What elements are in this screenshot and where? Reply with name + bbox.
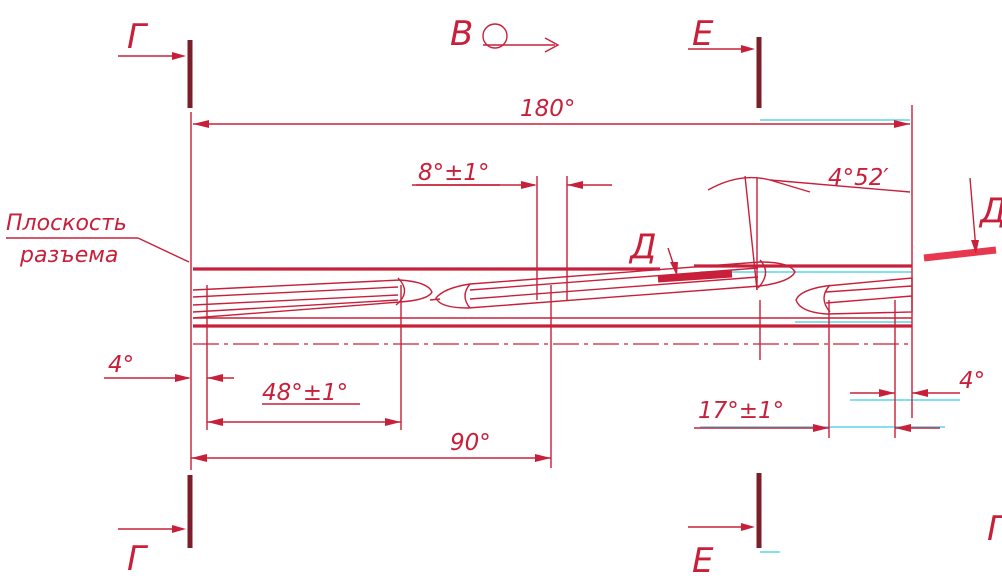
section-label-g-bottom: Г: [127, 539, 149, 579]
label-underlines: [262, 184, 500, 405]
section-label-e-bottom: Е: [692, 541, 714, 579]
blade-profile-left: [192, 277, 433, 319]
dim-label-4-52: 4°52′: [828, 165, 889, 191]
dimension-angle: [707, 175, 911, 291]
view-d-arrows: [667, 177, 979, 276]
dimension-180: [193, 120, 910, 128]
dim-label-48: 48°±1°: [262, 380, 348, 406]
section-label-e-top: Е: [692, 14, 714, 54]
dimension-17: [694, 424, 940, 432]
parting-plane-lines: [193, 264, 912, 345]
section-d-right-mark: [923, 246, 997, 262]
right-cut-label: Г: [987, 509, 1002, 549]
dim-label-90: 90°: [450, 430, 491, 456]
view-direction-symbol: [482, 23, 560, 53]
dim-label-4-right: 4°: [959, 368, 985, 394]
blade-profile-right: [795, 277, 913, 315]
extension-lines: [190, 105, 913, 470]
plane-label-line1: Плоскость: [6, 211, 127, 236]
dimension-4-right: [850, 389, 960, 397]
section-d-mark: [657, 270, 733, 283]
dimension-90: [191, 454, 551, 462]
view-label-d-right: Д: [978, 191, 1002, 231]
section-arrows: [118, 45, 755, 533]
blade-profile-middle: [429, 259, 796, 309]
dim-label-8: 8°±1°: [418, 160, 490, 186]
view-label-d: Д: [628, 227, 657, 267]
dimension-48: [207, 418, 401, 426]
section-markers: [187, 37, 762, 548]
plane-label-leader: [6, 237, 190, 263]
dim-label-180: 180°: [520, 96, 575, 122]
plane-label-line2: разъема: [19, 243, 118, 268]
section-label-g-top: Г: [127, 17, 149, 57]
dim-label-4-left: 4°: [108, 352, 134, 378]
dimension-4-left: [104, 374, 234, 382]
view-label-b: В: [450, 14, 473, 54]
dim-label-17: 17°±1°: [698, 398, 784, 424]
